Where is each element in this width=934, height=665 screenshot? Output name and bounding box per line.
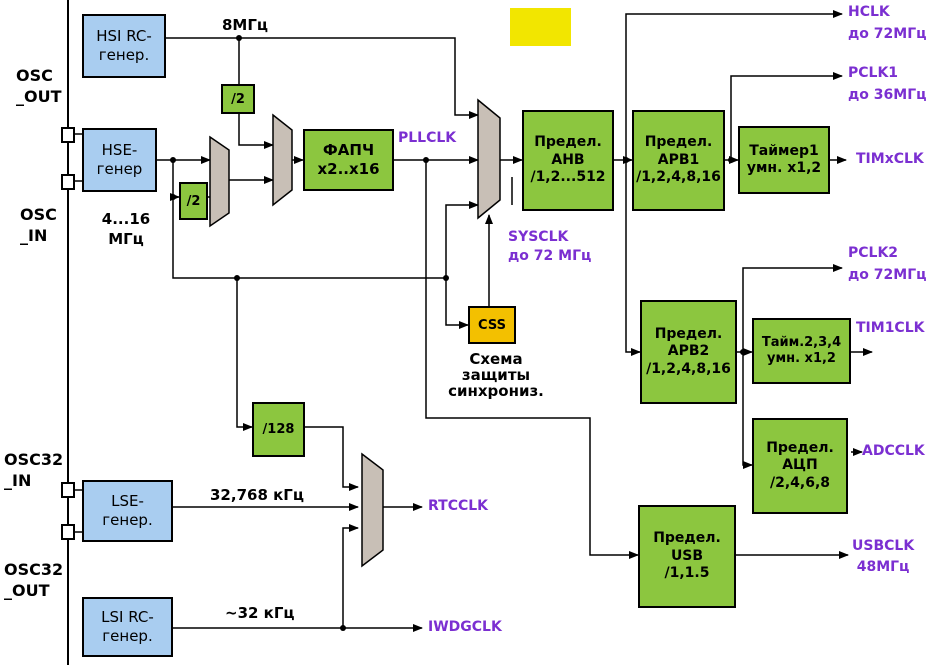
hsi-oscillator: HSI RC-генер. bbox=[82, 14, 166, 78]
osc32-out-label: OSC32_OUT bbox=[4, 560, 64, 600]
pllclk-label: PLLCLK bbox=[398, 130, 457, 146]
osc-in-label: OSC_IN bbox=[20, 205, 57, 245]
osc32-in-pin bbox=[61, 482, 75, 498]
apb2-prescaler: Предел.APB2/1,2,4,8,16 bbox=[640, 300, 737, 404]
rtc-divider: /128 bbox=[252, 402, 305, 457]
usb-prescaler: Предел.USB/1,1.5 bbox=[638, 505, 736, 608]
rtcclk-label: RTCCLK bbox=[428, 498, 489, 514]
iwdgclk-label: IWDGCLK bbox=[428, 619, 502, 635]
osc-out-label: OSC_OUT bbox=[16, 66, 62, 106]
timxclk-label: TIMxCLK bbox=[856, 151, 924, 167]
lse-frequency-label: 32,768 кГц bbox=[210, 486, 304, 504]
lse-oscillator: LSE-генер. bbox=[82, 480, 173, 542]
tim1clk-label: TIM1CLK bbox=[856, 320, 925, 336]
osc32-in-label: OSC32_IN bbox=[4, 450, 64, 490]
lsi-frequency-label: ~32 кГц bbox=[225, 604, 295, 622]
hse-oscillator: HSE-генер bbox=[82, 128, 157, 192]
ahb-prescaler: Предел.AHB/1,2...512 bbox=[522, 110, 614, 211]
css-block: CSS bbox=[468, 306, 516, 344]
osc32-out-pin bbox=[61, 524, 75, 540]
lsi-oscillator: LSI RC-генер. bbox=[82, 597, 173, 657]
hse-mux bbox=[209, 135, 230, 228]
rtc-clock-mux bbox=[361, 452, 384, 568]
hsi-divider: /2 bbox=[221, 84, 255, 114]
highlight-box bbox=[510, 8, 571, 46]
adcclk-label: ADCCLK bbox=[862, 443, 925, 459]
hse-divider: /2 bbox=[179, 182, 208, 220]
apb1-prescaler: Предел.APB1/1,2,4,8,16 bbox=[632, 110, 725, 211]
osc-out-pin bbox=[61, 127, 75, 143]
hsi-frequency-label: 8МГц bbox=[222, 16, 269, 34]
osc-in-pin bbox=[61, 174, 75, 190]
pll-source-mux bbox=[272, 113, 293, 207]
adc-prescaler: Предел.АЦП/2,4,6,8 bbox=[752, 418, 848, 514]
system-clock-mux bbox=[477, 98, 501, 220]
